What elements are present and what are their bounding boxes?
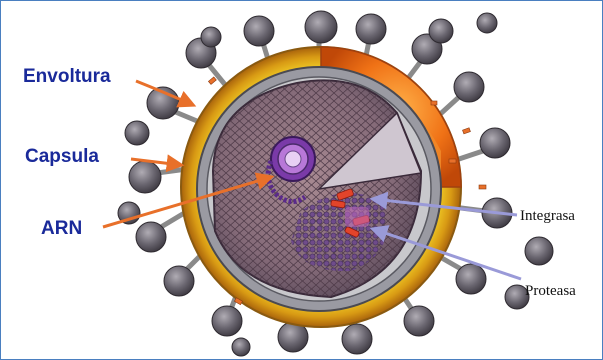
capsid (213, 80, 421, 297)
label-envelope: Envoltura (23, 66, 111, 87)
label-integrase: Integrasa (520, 208, 575, 224)
label-capsule: Capsula (25, 146, 99, 167)
label-rna: ARN (41, 218, 82, 239)
label-protease: Proteasa (525, 283, 576, 299)
